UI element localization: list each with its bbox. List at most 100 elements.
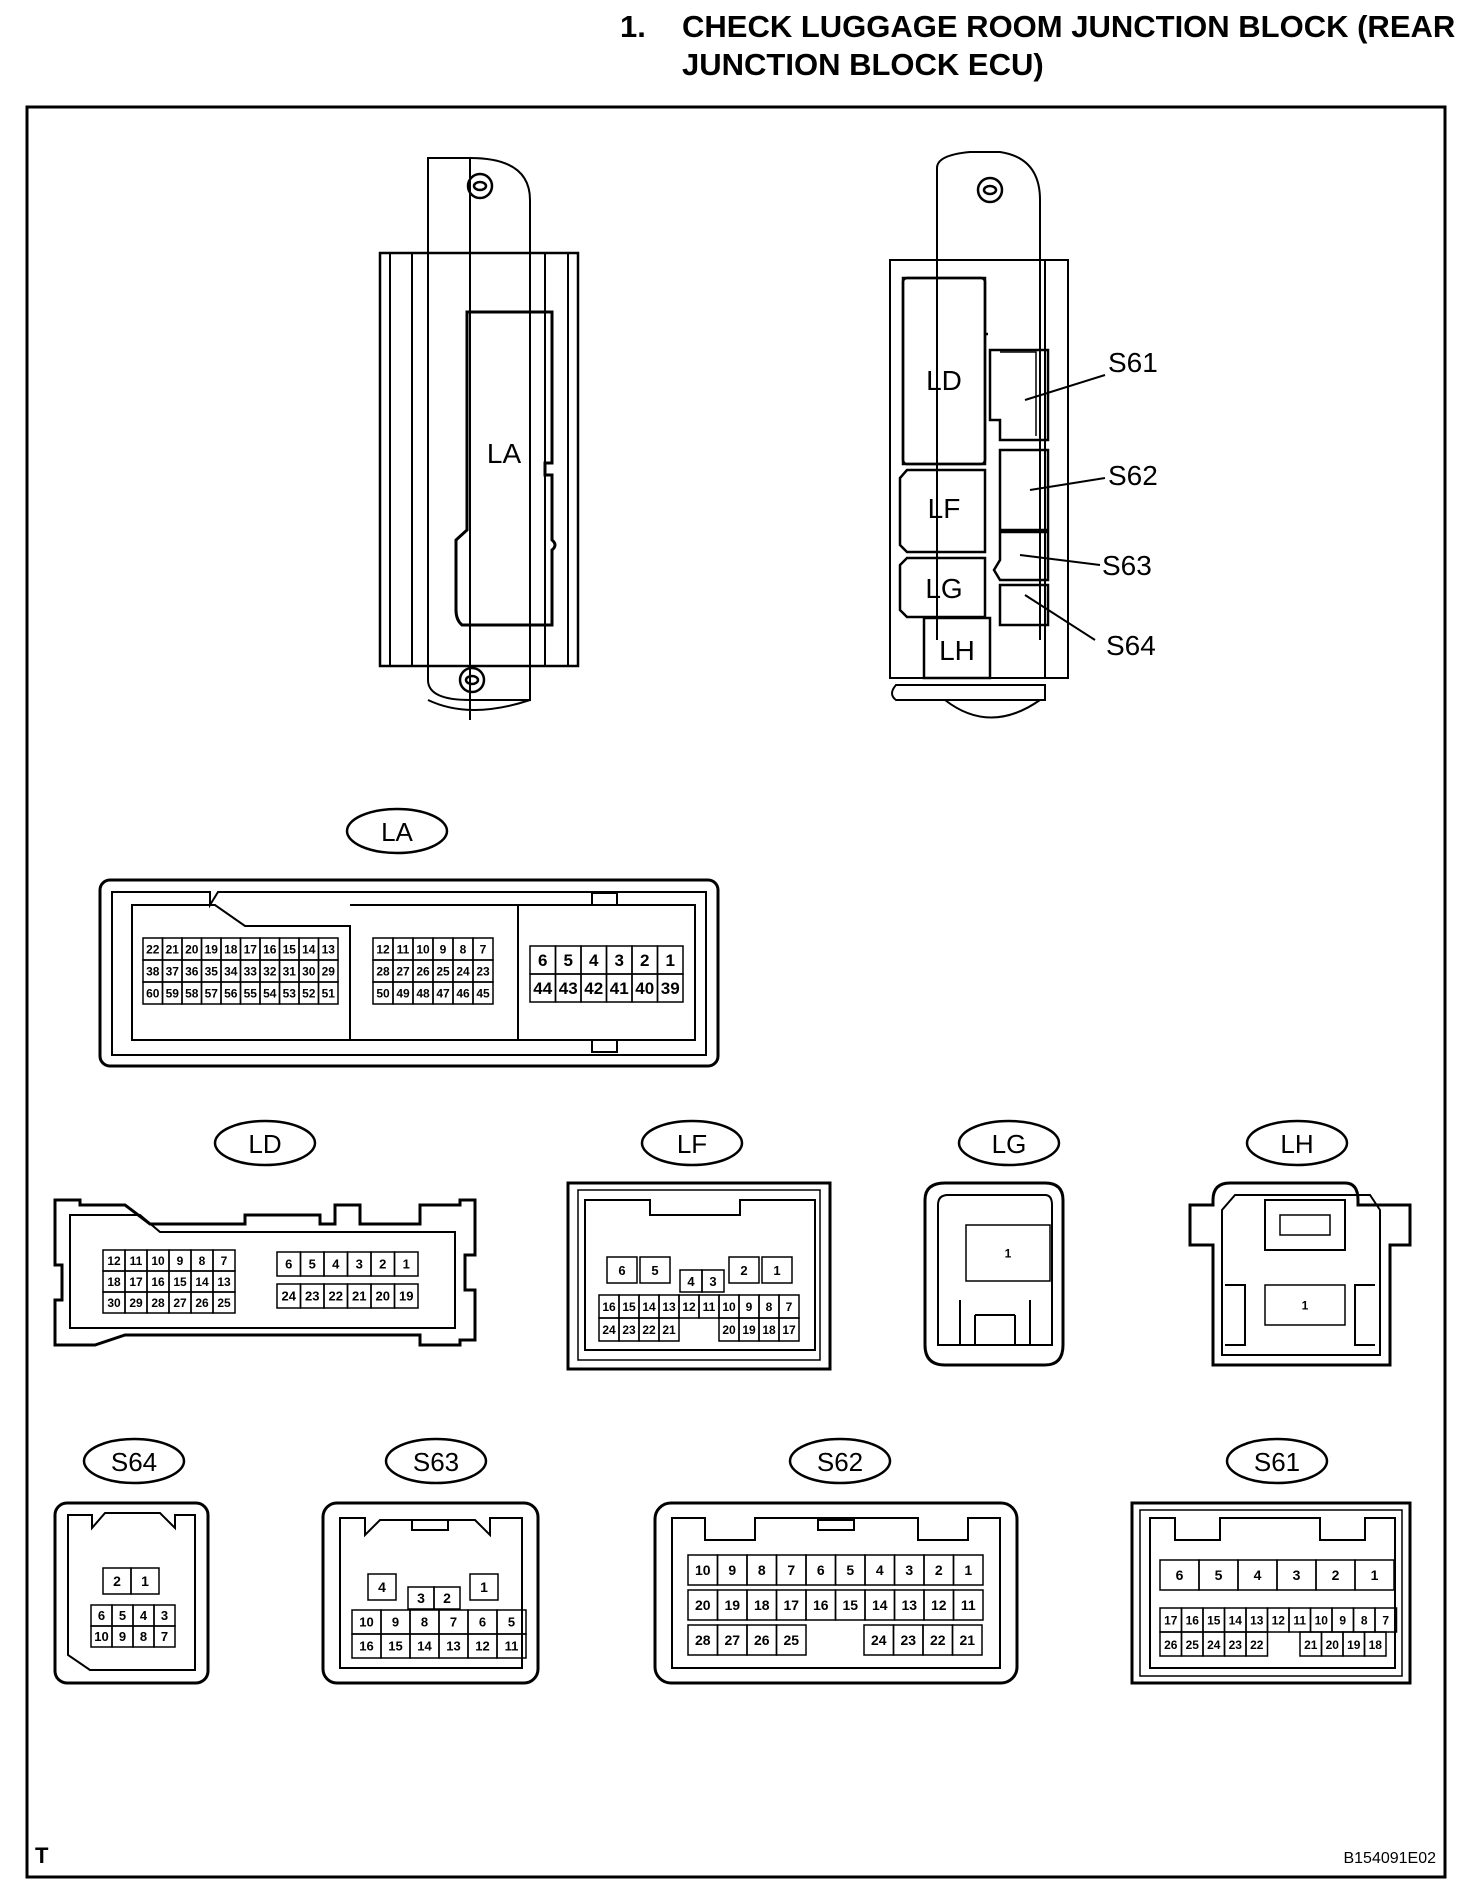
- pin-number: 21: [1304, 1638, 1318, 1652]
- pin-number: 10: [1315, 1613, 1329, 1627]
- pin-number: 16: [151, 1275, 165, 1289]
- pin-number: 5: [309, 1257, 316, 1272]
- rear-block-label-lh: LH: [939, 635, 975, 666]
- rear-block-label-lf: LF: [928, 493, 961, 524]
- pin-cell: [965, 1224, 1051, 1282]
- callout-line-s64: [1024, 594, 1096, 641]
- pin-number: 30: [107, 1296, 121, 1310]
- pin-number: 10: [359, 1615, 373, 1630]
- pin-number: 42: [584, 979, 603, 998]
- pin-cell: [469, 1573, 499, 1601]
- pin-cell: [606, 1256, 638, 1284]
- pin-number: 26: [416, 964, 430, 978]
- pin-number: 23: [622, 1323, 636, 1337]
- pin-number: 28: [151, 1296, 165, 1310]
- pin-number: 20: [185, 942, 199, 956]
- pin-number: 10: [722, 1300, 736, 1314]
- pin-number: 19: [1347, 1638, 1361, 1652]
- pin-number: 13: [446, 1639, 460, 1654]
- pin-number: 14: [1229, 1613, 1243, 1627]
- pin-number: 14: [872, 1597, 888, 1613]
- pin-number: 10: [416, 942, 430, 956]
- pin-number: 6: [285, 1257, 292, 1272]
- pin-number: 4: [687, 1274, 695, 1289]
- junction-block-rear-view: LD LF LG LH S61 S62 S63 S64: [889, 151, 1158, 719]
- pin-number: 26: [1164, 1638, 1178, 1652]
- tag-lg: LG: [992, 1129, 1027, 1159]
- pin-number: 8: [766, 1300, 773, 1314]
- pin-number: 33: [244, 964, 258, 978]
- pin-number: 20: [376, 1289, 390, 1304]
- pin-number: 52: [302, 986, 316, 1000]
- pin-number: 11: [130, 1254, 143, 1268]
- pin-number: 22: [930, 1632, 946, 1648]
- pin-number: 27: [396, 964, 410, 978]
- pin-number: 22: [146, 942, 160, 956]
- pin-number: 56: [224, 986, 238, 1000]
- pin-number: 59: [166, 986, 180, 1000]
- pin-cell: [656, 973, 684, 1003]
- pin-number: 19: [399, 1289, 413, 1304]
- pin-number: 7: [450, 1615, 457, 1630]
- pin-number: 8: [758, 1562, 766, 1578]
- pin-number: 17: [783, 1597, 799, 1613]
- pin-number: 9: [728, 1562, 736, 1578]
- pin-number: 15: [842, 1597, 858, 1613]
- pin-number: 16: [602, 1300, 616, 1314]
- pin-cell: [1264, 1284, 1346, 1326]
- pin-number: 23: [305, 1289, 319, 1304]
- pin-number: 24: [602, 1323, 616, 1337]
- pin-number: 2: [640, 951, 649, 970]
- pin-number: 45: [476, 986, 490, 1000]
- pin-number: 21: [352, 1289, 366, 1304]
- pin-number: 22: [642, 1323, 656, 1337]
- footer-left-mark: T: [35, 1843, 49, 1868]
- pin-cell: [1354, 1559, 1395, 1591]
- connector-lf: [566, 1181, 832, 1371]
- pin-number: 20: [695, 1597, 711, 1613]
- pin-number: 15: [283, 942, 297, 956]
- connector-ld: [53, 1198, 477, 1347]
- pin-number: 10: [151, 1254, 165, 1268]
- pin-number: 2: [1332, 1567, 1340, 1583]
- pin-number: 2: [379, 1257, 386, 1272]
- pin-number: 48: [416, 986, 430, 1000]
- pin-number: 1: [1302, 1298, 1309, 1312]
- pin-number: 31: [283, 964, 297, 978]
- pin-number: 16: [813, 1597, 829, 1613]
- callout-label-s62: S62: [1108, 460, 1158, 491]
- pin-number: 4: [140, 1608, 148, 1623]
- pin-number: 6: [817, 1562, 825, 1578]
- pin-cell: [472, 981, 494, 1005]
- pin-number: 24: [871, 1632, 887, 1648]
- pin-number: 22: [329, 1289, 343, 1304]
- junction-block-front-view: LA: [378, 157, 580, 720]
- pin-cell: [952, 1554, 984, 1586]
- pin-number: 11: [1293, 1613, 1306, 1627]
- connector-s61: [1130, 1501, 1412, 1685]
- pin-cell: [367, 1573, 397, 1601]
- pin-number: 3: [417, 1590, 425, 1606]
- pin-number: 1: [666, 951, 675, 970]
- pin-number: 12: [107, 1254, 121, 1268]
- pin-number: 13: [901, 1597, 917, 1613]
- pin-number: 5: [564, 951, 573, 970]
- pin-number: 14: [642, 1300, 656, 1314]
- pin-number: 18: [762, 1323, 776, 1337]
- tag-s62: S62: [817, 1447, 863, 1477]
- pin-number: 5: [846, 1562, 854, 1578]
- pin-number: 1: [964, 1562, 972, 1578]
- connector-s64: [53, 1501, 210, 1685]
- pin-number: 9: [119, 1629, 126, 1644]
- pin-number: 17: [244, 942, 258, 956]
- pin-number: 7: [1382, 1613, 1389, 1627]
- pin-number: 19: [205, 942, 219, 956]
